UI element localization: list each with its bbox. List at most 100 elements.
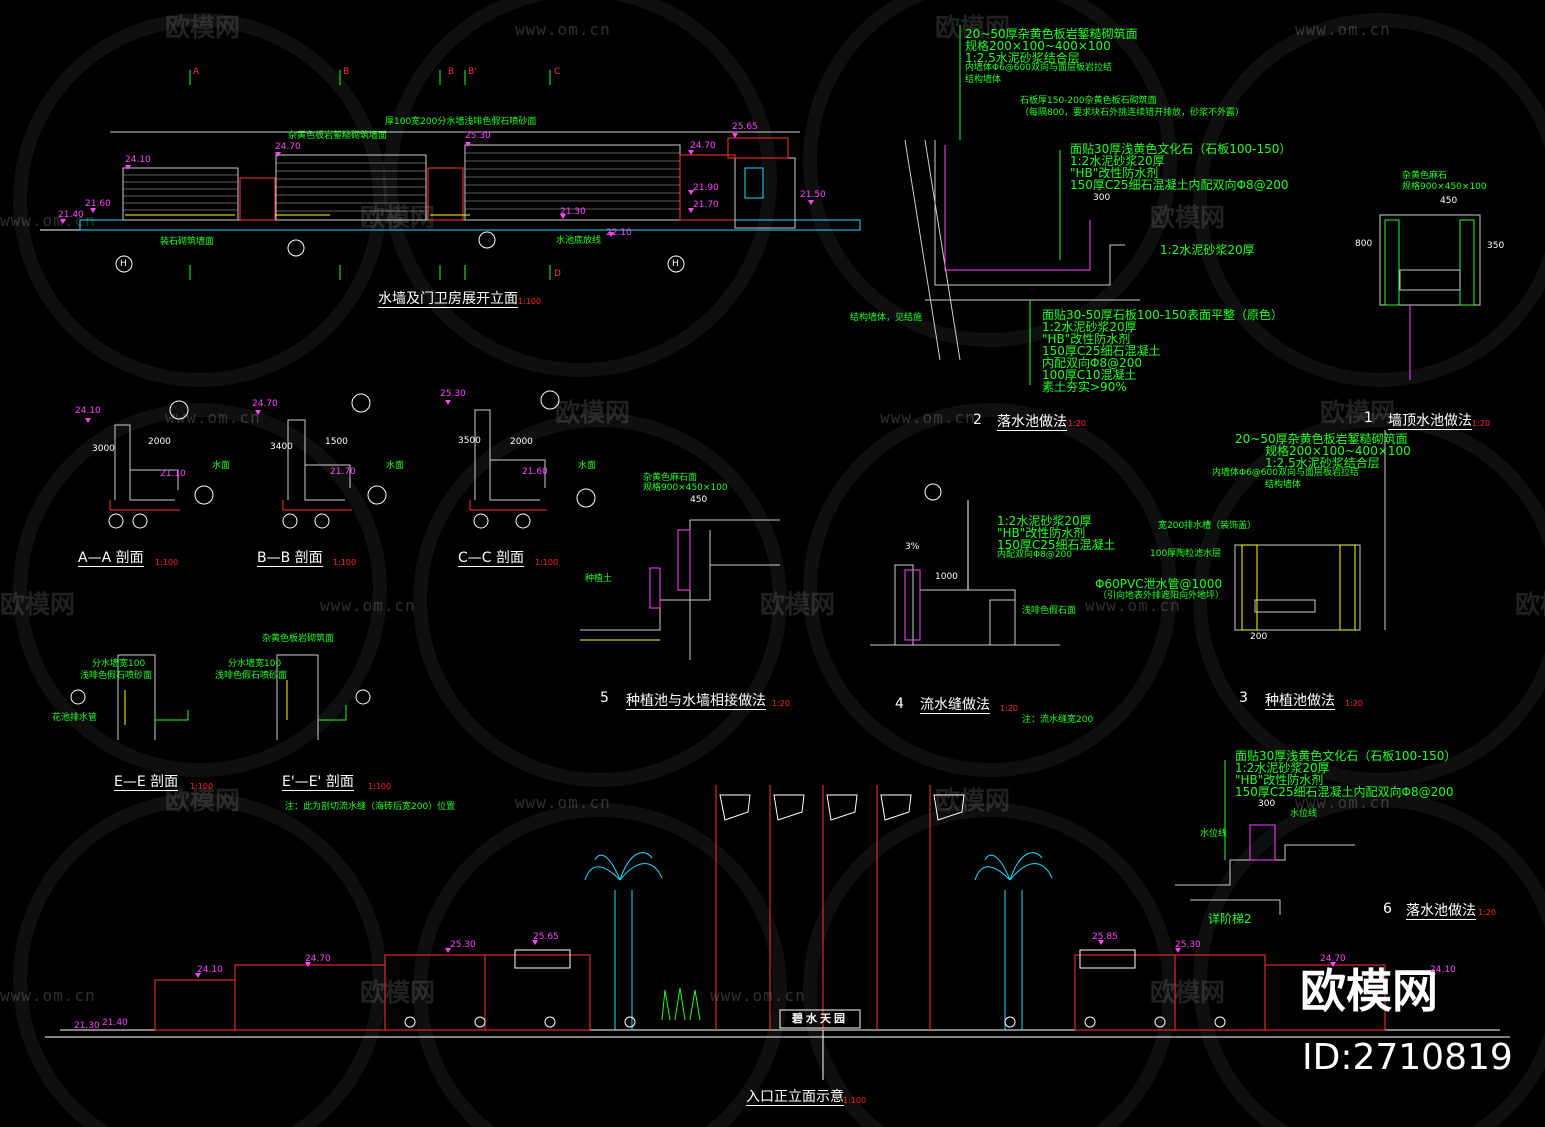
annotation: 规格200×100~400×100 [965,39,1111,53]
annotation: 1:2水泥砂浆20厚 [997,514,1092,528]
title-section-aa: A—A 剖面 [78,550,144,567]
annotation: 浅啡色假石喷砂面 [215,671,288,681]
elevation-label: 25.30 [450,940,476,950]
scale-label: 1:20 [772,699,790,708]
annotation: 厚100宽200分水墙浅啡色假石喷砂面 [385,117,537,127]
dimension: 1000 [935,572,958,582]
scale-label: 1:100 [843,1096,867,1105]
annotation: 水池底放线 [556,236,602,246]
elevation-label: 21.50 [800,190,826,200]
scale-label: 1:100 [518,297,542,306]
detail-number: 4 [895,696,904,712]
watermark-logo: 欧模网 [935,13,1011,42]
dimension: 3% [905,542,920,552]
watermark-logo: 欧模网 [165,13,241,42]
scale-label: 1:100 [190,782,214,791]
elevation-label: 21.30 [560,207,586,217]
annotation: 水位线 [1200,829,1228,839]
watermark-logo: 欧模网 [1515,590,1545,619]
dimension: 2000 [510,437,533,447]
title-entrance-elevation: 入口正立面示意 [746,1089,844,1106]
annotation: 20~50厚杂黄色板岩錾糙砌筑面 [1235,432,1408,446]
watermark-circles [13,0,1545,1127]
annotation: 水位线 [1290,809,1318,819]
annotation: 装石砌筑墙面 [160,237,215,247]
dimension: 200 [1250,632,1268,642]
annotation: 杂黄色板岩砌筑面 [262,634,335,644]
elevation-label: 24.70 [252,399,278,409]
annotation: 水面 [386,461,405,471]
annotation: 20~50厚杂黄色板岩錾糙砌筑面 [965,27,1138,41]
elevation-label: 24.10 [197,965,223,975]
elevation-label: 25.30 [465,131,491,141]
title-detail-5: 种植池与水墙相接做法 [626,693,766,710]
axis-label: H [672,259,679,269]
detail-number: 1 [1364,410,1373,426]
watermark-logo: 欧模网 [1150,203,1226,232]
elevation-label: 22.10 [606,228,632,238]
title-detail-3: 种植池做法 [1265,693,1335,710]
watermark-url: www.om.cn [165,408,261,427]
elevation-label: 24.70 [305,954,331,964]
dimension: 3000 [92,444,115,454]
watermark-url: www.om.cn [0,986,96,1005]
model-id: ID:2710819 [1302,1037,1513,1078]
annotation: 水面 [578,461,597,471]
annotation: 规格200×100~400×100 [1265,444,1411,458]
annotation: 详阶梯2 [1208,912,1252,926]
axis-label: B [448,67,455,77]
annotation: Φ60PVC泄水管@1000 [1095,577,1223,591]
elevation-label: 24.10 [125,155,151,165]
detail-number: 5 [600,690,609,706]
dimension: 800 [1355,239,1373,249]
annotation: 杂黄色麻石面 [643,473,698,483]
scale-label: 1:20 [1068,419,1086,428]
annotation: 面贴30厚浅黄色文化石（石板100-150） [1235,749,1457,763]
annotation: 1:2.5水泥砂浆结合层 [1265,456,1380,470]
elevation-label: 21.60 [522,467,548,477]
elevation-label: 21.30 [74,1021,100,1031]
elevation-label: 24.10 [1430,965,1456,975]
scale-label: 1:20 [1345,699,1363,708]
watermark-logo: 欧模网 [935,786,1011,815]
annotation: 宽200排水槽（装饰盖） [1158,521,1257,531]
annotation: 杂黄色板岩錾糙砌筑墙面 [288,131,388,141]
dimension: 300 [1093,193,1111,203]
annotation: 面贴30-50厚石板100-150表面平整（原色） [1042,308,1284,322]
scale-label: 1:100 [155,558,179,567]
annotation: 花池排水管 [52,713,98,723]
sections-abc [85,390,596,529]
annotation: 杂黄色麻石 [1402,171,1448,181]
watermark-logo: 欧模网 [0,590,76,619]
elevation-label: 21.40 [102,1018,128,1028]
annotation: 内墙体Φ6@600双向与面层板岩拉结 [1212,468,1359,478]
annotation: 注：此为剖切流水缝（海砖后宽200）位置 [285,802,456,812]
annotation: 1:2水泥砂浆20厚 [1042,320,1137,334]
scale-label: 1:20 [1478,908,1496,917]
scale-label: 1:100 [368,782,392,791]
scale-label: 1:100 [535,558,559,567]
title-wall-elevation: 水墙及门卫房展开立面 [378,291,518,308]
annotation: 内墙体Φ6@600双向与面层板岩拉结 [965,63,1112,73]
annotation: 面贴30厚浅黄色文化石（石板100-150） [1070,142,1292,156]
elevation-label: 25.65 [533,932,559,942]
title-section-eprime: E'—E' 剖面 [282,774,354,791]
detail-number: 3 [1239,690,1248,706]
elevation-label: 21.70 [693,200,719,210]
detail-6 [1175,760,1355,915]
detail-number: 6 [1383,901,1392,917]
annotation: 规格900×450×100 [643,483,728,493]
annotation: 结构墙体，见结施 [850,313,923,323]
axis-label: C [554,67,561,77]
watermark-url: www.om.cn [515,793,611,812]
axis-label: B [343,67,350,77]
watermark-url: www.om.cn [515,20,611,39]
watermark-logo: 欧模网 [1150,978,1226,1007]
watermark-url: www.om.cn [1085,596,1181,615]
elevation-label: 21.10 [160,469,186,479]
title-section-ee: E—E 剖面 [114,774,179,791]
detail-number: 2 [973,412,982,428]
title-section-cc: C—C 剖面 [458,550,525,567]
detail-2 [904,25,1140,385]
